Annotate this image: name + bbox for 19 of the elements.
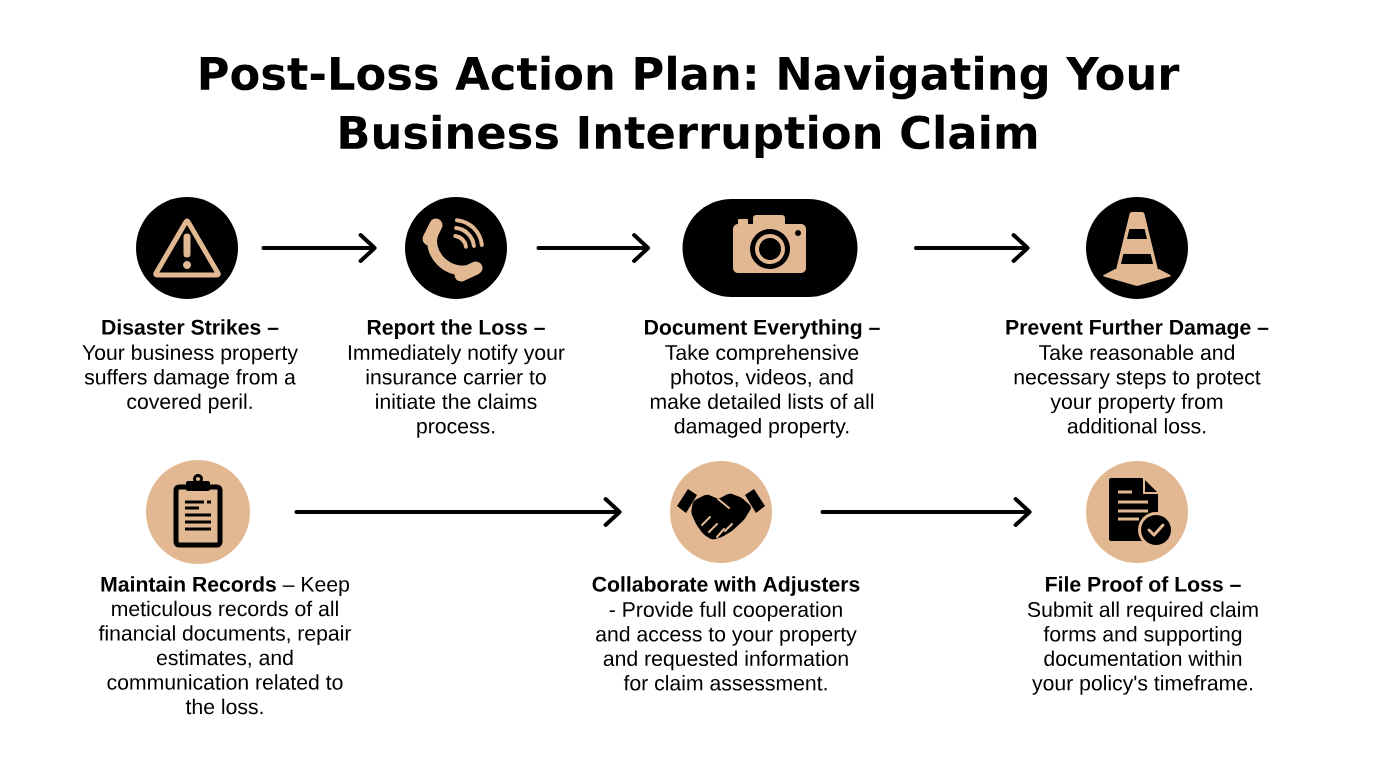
step-heading: Collaborate with Adjusters	[592, 576, 860, 596]
step-description: Immediately notify your insurance carrier to initiate the claims process.	[348, 344, 565, 438]
step-description: - Provide full cooperation and access to your property and requested information for claim assessment.	[596, 601, 857, 691]
arrow	[294, 497, 622, 527]
arrow	[820, 497, 1032, 527]
title: Post-Loss Action Plan: Navigating Your Business Interruption Claim	[200, 55, 1180, 158]
step-heading: Report the Loss –	[367, 319, 545, 339]
step-heading: Document Everything –	[645, 319, 880, 340]
step-description: Take comprehensive photos, videos, and make detailed lists of all damaged property.	[650, 344, 874, 438]
step-description: Submit all required claim forms and supporting documentation within your policy's timeframe.	[1027, 601, 1258, 695]
step-heading: Disaster Strikes –	[102, 319, 279, 335]
arrow	[913, 233, 1030, 263]
step-description: Take reasonable and necessary steps to protect your property from additional loss.	[1014, 344, 1261, 434]
step-heading: Prevent Further Damage –	[1006, 319, 1269, 340]
step-heading: File Proof of Loss –	[1046, 576, 1241, 592]
arrow	[261, 233, 377, 263]
arrow	[536, 233, 651, 263]
step-description: Your business property suffers damage from a covered peril.	[82, 344, 298, 414]
step-description: Maintain Records – Keep meticulous records of all financial documents, repair estimates, and communication related to the loss.	[98, 576, 352, 715]
